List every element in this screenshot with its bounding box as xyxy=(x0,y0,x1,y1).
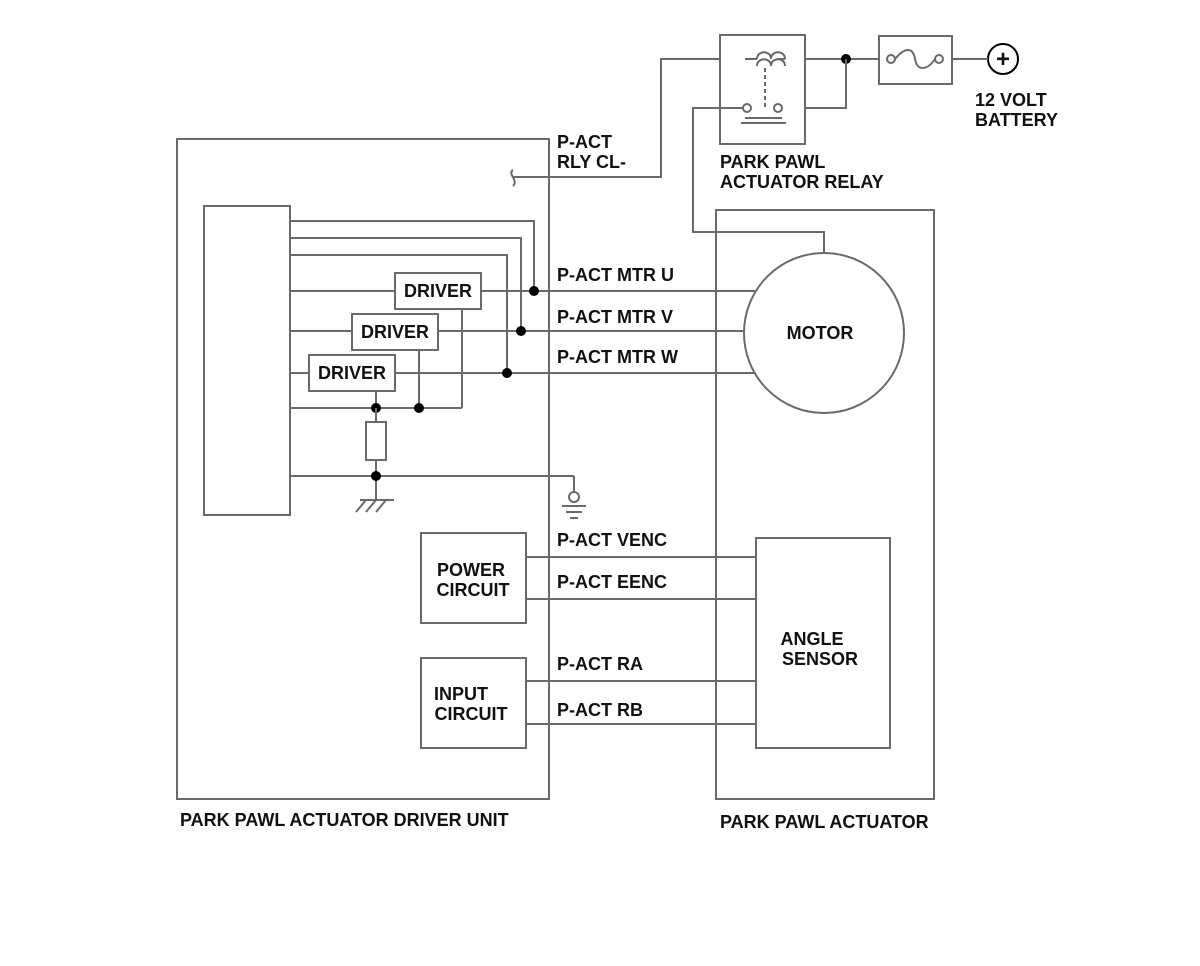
signal-ground-icon xyxy=(562,476,586,519)
chassis-ground-icon xyxy=(355,499,394,513)
driver-u-label: DRIVER xyxy=(404,281,472,301)
relay-control-wire xyxy=(513,58,720,178)
motor-v-label: P-ACT MTR V xyxy=(557,307,673,327)
phase-w-direct-wire xyxy=(290,254,508,373)
phase-v-junction xyxy=(516,326,526,336)
relay-signal-label-line1: P-ACT xyxy=(557,132,612,152)
motor-label: MOTOR xyxy=(787,323,854,343)
actuator-label: PARK PAWL ACTUATOR xyxy=(720,812,929,832)
battery-label-line2: BATTERY xyxy=(975,110,1058,130)
input-circuit-label-line1: INPUT xyxy=(434,684,488,704)
driver-unit-label: PARK PAWL ACTUATOR DRIVER UNIT xyxy=(180,810,509,830)
phase-w-junction xyxy=(502,368,512,378)
input-circuit-label-line2: CIRCUIT xyxy=(435,704,508,724)
battery-terminal-icon: + xyxy=(987,43,1019,75)
relay-to-motor-wire xyxy=(692,107,825,258)
venc-label: P-ACT VENC xyxy=(557,530,667,550)
power-circuit: POWER CIRCUIT xyxy=(420,532,527,624)
relay-control-wire-break-icon xyxy=(510,169,516,187)
ground-junction xyxy=(371,471,381,481)
driver-v: DRIVER xyxy=(351,313,439,351)
angle-sensor-label-line1: ANGLE xyxy=(781,629,844,649)
driver-w: DRIVER xyxy=(308,354,396,392)
battery-plus-symbol: + xyxy=(996,46,1010,73)
relay-icon xyxy=(719,34,806,145)
angle-sensor: ANGLE SENSOR xyxy=(755,537,891,749)
driver-w-label: DRIVER xyxy=(318,363,386,383)
motor-u-label: P-ACT MTR U xyxy=(557,265,674,285)
driver-u: DRIVER xyxy=(394,272,482,310)
shunt-resistor xyxy=(365,421,387,461)
power-circuit-label-line1: POWER xyxy=(437,560,505,580)
controller-block xyxy=(203,205,291,516)
fuse-icon xyxy=(878,35,953,85)
return-junction-right xyxy=(414,403,424,413)
eenc-label: P-ACT EENC xyxy=(557,572,667,592)
relay-label-line2: ACTUATOR RELAY xyxy=(720,172,884,192)
relay-label-line1: PARK PAWL xyxy=(720,152,825,172)
motor: MOTOR xyxy=(743,252,905,414)
angle-sensor-label-line2: SENSOR xyxy=(782,649,858,669)
power-circuit-label-line2: CIRCUIT xyxy=(437,580,510,600)
motor-w-label: P-ACT MTR W xyxy=(557,347,678,367)
battery-label-line1: 12 VOLT xyxy=(975,90,1047,110)
ra-label: P-ACT RA xyxy=(557,654,643,674)
input-circuit: INPUT CIRCUIT xyxy=(420,657,527,749)
rb-label: P-ACT RB xyxy=(557,700,643,720)
phase-v-direct-wire xyxy=(290,237,522,331)
phase-u-direct-wire xyxy=(290,220,535,291)
phase-u-junction xyxy=(529,286,539,296)
relay-signal-label-line2: RLY CL- xyxy=(557,152,626,172)
driver-v-label: DRIVER xyxy=(361,322,429,342)
